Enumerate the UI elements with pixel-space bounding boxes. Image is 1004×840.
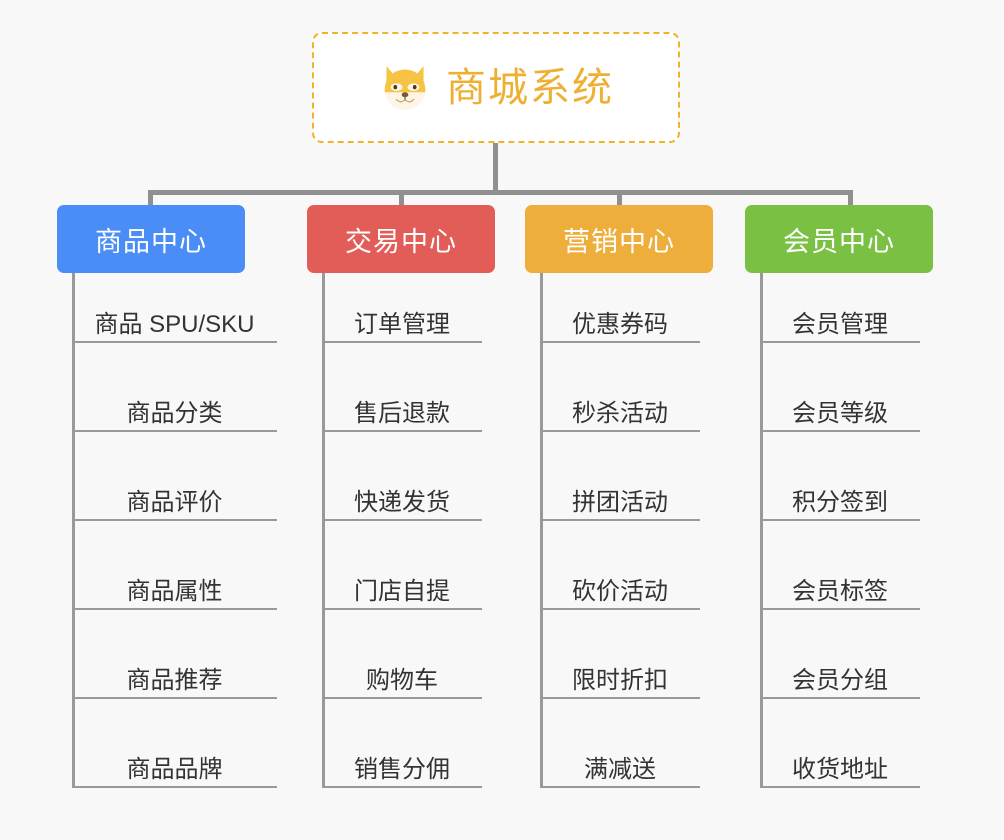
subitem-label: 购物车 xyxy=(366,667,438,695)
subitem-label: 商品属性 xyxy=(126,578,223,606)
subitem-product-center-3[interactable]: 商品评价 xyxy=(72,463,277,521)
subitem-marketing-center-2[interactable]: 秒杀活动 xyxy=(540,374,700,432)
subitem-product-center-1[interactable]: 商品 SPU/SKU xyxy=(72,285,277,343)
subitem-label: 商品分类 xyxy=(126,400,223,428)
subitem-label: 会员等级 xyxy=(792,400,888,428)
subitem-label: 积分签到 xyxy=(792,489,888,517)
subitem-label: 会员分组 xyxy=(792,667,888,695)
subitem-product-center-2[interactable]: 商品分类 xyxy=(72,374,277,432)
subitem-label: 售后退款 xyxy=(354,400,450,428)
category-box-member-center[interactable]: 会员中心 xyxy=(745,205,933,273)
subitem-label: 商品评价 xyxy=(126,489,223,517)
connector-drop-2 xyxy=(399,190,404,208)
subitem-marketing-center-3[interactable]: 拼团活动 xyxy=(540,463,700,521)
subitem-member-center-6[interactable]: 收货地址 xyxy=(760,730,920,788)
subitem-label: 商品 SPU/SKU xyxy=(94,311,255,339)
subitem-label: 销售分佣 xyxy=(354,756,450,784)
subitem-trade-center-4[interactable]: 门店自提 xyxy=(322,552,482,610)
subitem-label: 会员管理 xyxy=(792,311,888,339)
subitem-marketing-center-1[interactable]: 优惠券码 xyxy=(540,285,700,343)
subitem-label: 会员标签 xyxy=(792,578,888,606)
subitem-member-center-4[interactable]: 会员标签 xyxy=(760,552,920,610)
subitem-member-center-5[interactable]: 会员分组 xyxy=(760,641,920,699)
subitem-product-center-6[interactable]: 商品品牌 xyxy=(72,730,277,788)
subitem-member-center-1[interactable]: 会员管理 xyxy=(760,285,920,343)
root-node-shop-system[interactable]: 商城系统 xyxy=(312,32,680,143)
subitem-label: 快递发货 xyxy=(354,489,450,517)
category-label-marketing-center: 营销中心 xyxy=(563,226,675,257)
connector-drop-3 xyxy=(617,190,622,208)
subitem-trade-center-3[interactable]: 快递发货 xyxy=(322,463,482,521)
root-title: 商城系统 xyxy=(446,65,614,110)
subitem-product-center-5[interactable]: 商品推荐 xyxy=(72,641,277,699)
shiba-dog-face-icon xyxy=(384,65,426,110)
subitem-trade-center-6[interactable]: 销售分佣 xyxy=(322,730,482,788)
subitem-marketing-center-6[interactable]: 满减送 xyxy=(540,730,700,788)
subitem-label: 砍价活动 xyxy=(572,578,668,606)
subitem-label: 拼团活动 xyxy=(572,489,668,517)
subitem-label: 优惠券码 xyxy=(572,311,668,339)
subitem-trade-center-5[interactable]: 购物车 xyxy=(322,641,482,699)
subitem-product-center-4[interactable]: 商品属性 xyxy=(72,552,277,610)
subitem-marketing-center-4[interactable]: 砍价活动 xyxy=(540,552,700,610)
column-rail xyxy=(322,273,325,788)
subitem-label: 满减送 xyxy=(584,756,656,784)
subitem-member-center-3[interactable]: 积分签到 xyxy=(760,463,920,521)
column-rail xyxy=(72,273,75,788)
category-label-member-center: 会员中心 xyxy=(783,226,895,257)
category-box-marketing-center[interactable]: 营销中心 xyxy=(525,205,713,273)
subitem-label: 商品推荐 xyxy=(126,667,223,695)
category-label-trade-center: 交易中心 xyxy=(345,226,457,257)
connector-horizontal-bus xyxy=(148,190,853,195)
category-box-product-center[interactable]: 商品中心 xyxy=(57,205,245,273)
column-rail xyxy=(540,273,543,788)
category-box-trade-center[interactable]: 交易中心 xyxy=(307,205,495,273)
subitem-trade-center-1[interactable]: 订单管理 xyxy=(322,285,482,343)
connector-drop-1 xyxy=(148,190,153,208)
subitem-label: 限时折扣 xyxy=(572,667,668,695)
subitem-label: 门店自提 xyxy=(354,578,450,606)
category-label-product-center: 商品中心 xyxy=(95,226,207,257)
connector-drop-4 xyxy=(848,190,853,208)
subitem-trade-center-2[interactable]: 售后退款 xyxy=(322,374,482,432)
subitem-label: 订单管理 xyxy=(354,311,450,339)
column-rail xyxy=(760,273,763,788)
subitem-label: 秒杀活动 xyxy=(572,400,668,428)
subitem-label: 商品品牌 xyxy=(126,756,223,784)
subitem-marketing-center-5[interactable]: 限时折扣 xyxy=(540,641,700,699)
subitem-label: 收货地址 xyxy=(792,756,888,784)
connector-root-vertical xyxy=(493,143,498,193)
subitem-member-center-2[interactable]: 会员等级 xyxy=(760,374,920,432)
